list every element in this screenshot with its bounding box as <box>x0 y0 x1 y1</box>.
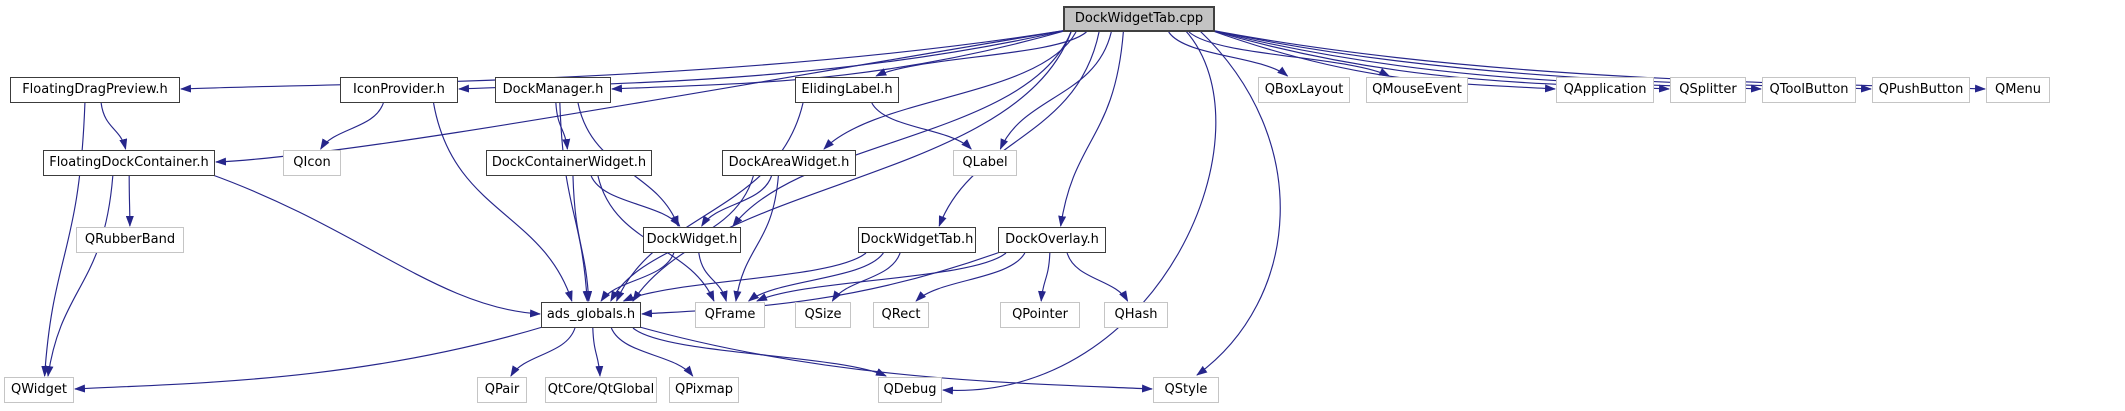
node-qpushbutton: QPushButton <box>1872 77 1970 103</box>
edge-dockareawidget-h-to-dockwidget-h <box>701 175 773 227</box>
edge-ads-globals-h-to-qtcore-qtglobal <box>592 327 604 377</box>
node-qmenu: QMenu <box>1986 77 2050 103</box>
node-qtoolbutton: QToolButton <box>1762 77 1856 103</box>
edge-ads-globals-h-to-qpair <box>510 327 576 377</box>
node-qsplitter: QSplitter <box>1670 77 1746 103</box>
edge-dockcontainerwidget-h-to-dockwidget-h <box>590 175 681 227</box>
edge-dockoverlay-h-to-qframe <box>756 252 1007 302</box>
edge-elidinglabel-h-to-ads-globals-h <box>616 102 804 302</box>
edge-elidinglabel-h-to-qlabel <box>871 102 972 150</box>
edge-iconprovider-h-to-qicon <box>320 102 384 150</box>
node-qpixmap: QPixmap <box>669 377 739 403</box>
node-qhash: QHash <box>1104 302 1168 328</box>
node-qdebug: QDebug <box>878 377 942 403</box>
edge-floatingdockcontainer-h-to-qrubberband <box>125 175 134 227</box>
node-ads-globals-h[interactable]: ads_globals.h <box>541 302 641 328</box>
node-dockwidgettab-cpp: DockWidgetTab.cpp <box>1063 6 1215 32</box>
node-dockmanager-h[interactable]: DockManager.h <box>495 77 611 103</box>
edge-dockwidgettab-cpp-to-qlabel <box>999 31 1112 150</box>
node-floatingdockcontainer-h[interactable]: FloatingDockContainer.h <box>43 150 215 176</box>
node-dockareawidget-h[interactable]: DockAreaWidget.h <box>722 150 856 176</box>
edge-dockoverlay-h-to-ads-globals-h <box>641 250 1004 318</box>
edge-ads-globals-h-to-qwidget <box>74 325 547 393</box>
edge-dockwidgettab-cpp-to-qboxlayout <box>1168 31 1289 77</box>
node-qframe: QFrame <box>695 302 765 328</box>
edge-iconprovider-h-to-ads-globals-h <box>432 102 573 302</box>
edge-dockwidget-h-to-ads-globals-h <box>600 252 675 302</box>
edge-floatingdockcontainer-h-to-ads-globals-h <box>209 173 541 318</box>
node-elidinglabel-h[interactable]: ElidingLabel.h <box>795 77 899 103</box>
node-dockwidgettab-h[interactable]: DockWidgetTab.h <box>858 227 976 253</box>
edge-dockmanager-h-to-ads-globals-h <box>559 102 591 302</box>
node-qpair: QPair <box>477 377 527 403</box>
edge-dockoverlay-h-to-qrect <box>915 252 1026 302</box>
node-floatingdragpreview-h[interactable]: FloatingDragPreview.h <box>10 77 180 103</box>
edge-dockoverlay-h-to-qhash <box>1066 252 1129 302</box>
edge-dockwidget-h-to-qframe <box>698 252 728 302</box>
edge-ads-globals-h-to-qstyle <box>635 325 1153 393</box>
edge-dockwidgettab-cpp-to-dockwidgettab-h <box>938 31 1100 227</box>
node-qrect: QRect <box>873 302 929 328</box>
node-qsize: QSize <box>795 302 851 328</box>
node-qmouseevent: QMouseEvent <box>1366 77 1468 103</box>
edge-dockareawidget-h-to-qframe <box>733 175 779 302</box>
edge-dockwidgettab-cpp-to-qdebug <box>942 29 1217 395</box>
node-dockoverlay-h[interactable]: DockOverlay.h <box>998 227 1106 253</box>
node-qwidget: QWidget <box>4 377 74 403</box>
node-dockcontainerwidget-h[interactable]: DockContainerWidget.h <box>486 150 652 176</box>
edge-dockwidgettab-cpp-to-dockwidget-h <box>732 31 1072 227</box>
node-qstyle: QStyle <box>1153 377 1219 403</box>
edge-floatingdockcontainer-h-to-qwidget <box>45 175 114 377</box>
node-qicon: QIcon <box>283 150 341 176</box>
edge-dockwidgettab-cpp-to-qmouseevent <box>1188 31 1391 77</box>
edge-ads-globals-h-to-qpixmap <box>610 327 694 377</box>
edge-dockwidgettab-h-to-ads-globals-h <box>622 252 867 302</box>
node-qtcore-qtglobal: QtCore/QtGlobal <box>545 377 657 403</box>
node-iconprovider-h[interactable]: IconProvider.h <box>340 77 458 103</box>
edge-dockoverlay-h-to-qpointer <box>1038 252 1051 302</box>
edge-dockwidgettab-cpp-to-dockareawidget-h <box>823 31 1077 150</box>
node-dockwidget-h[interactable]: DockWidget.h <box>643 227 741 253</box>
node-qlabel: QLabel <box>953 150 1017 176</box>
edge-dockcontainerwidget-h-to-ads-globals-h <box>572 175 593 302</box>
node-qrubberband: QRubberBand <box>76 227 184 253</box>
edge-dockwidgettab-cpp-to-dockoverlay-h <box>1058 31 1124 227</box>
edge-dockwidgettab-cpp-to-qstyle <box>1196 29 1281 376</box>
node-qapplication: QApplication <box>1556 77 1654 103</box>
node-qpointer: QPointer <box>1000 302 1080 328</box>
edge-floatingdragpreview-h-to-floatingdockcontainer-h <box>100 102 128 150</box>
edge-dockwidgettab-cpp-to-ads-globals-h <box>632 31 1072 302</box>
node-qboxlayout: QBoxLayout <box>1258 77 1350 103</box>
